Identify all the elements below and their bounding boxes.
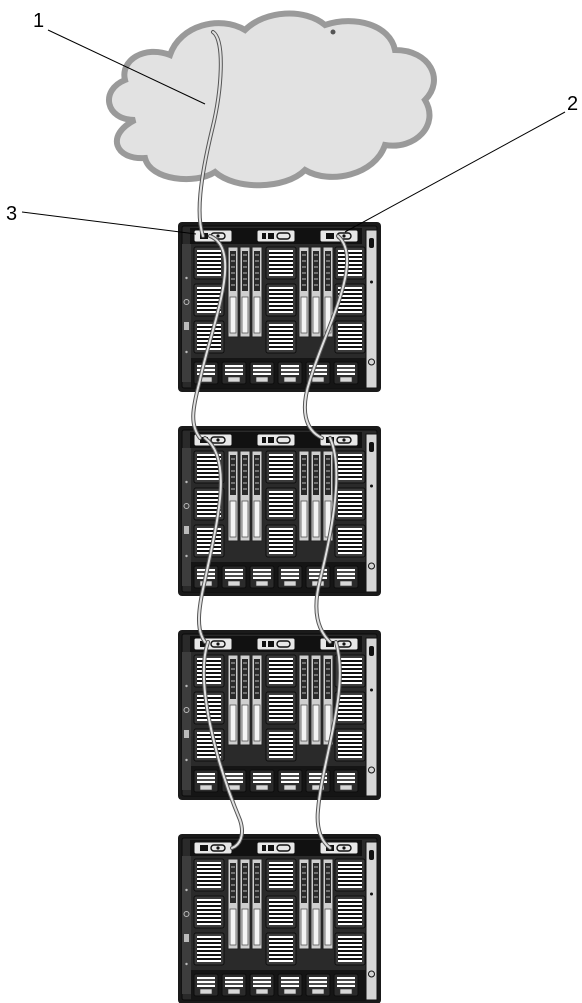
stack-cable-right [302,234,350,850]
callout-1-leader [47,29,206,105]
callout-3-label: 3 [6,203,17,225]
callout-1-label: 1 [33,10,44,32]
callout-3-leader [21,211,197,235]
chassis-4 [178,834,381,1003]
network-cloud [106,10,437,189]
callout-2-leader [344,111,566,233]
cloud-port [330,29,336,35]
uplink-cable [197,30,223,238]
callout-2-label: 2 [567,93,578,115]
chassis-1 [178,222,381,392]
stack-cable-left [191,234,244,850]
